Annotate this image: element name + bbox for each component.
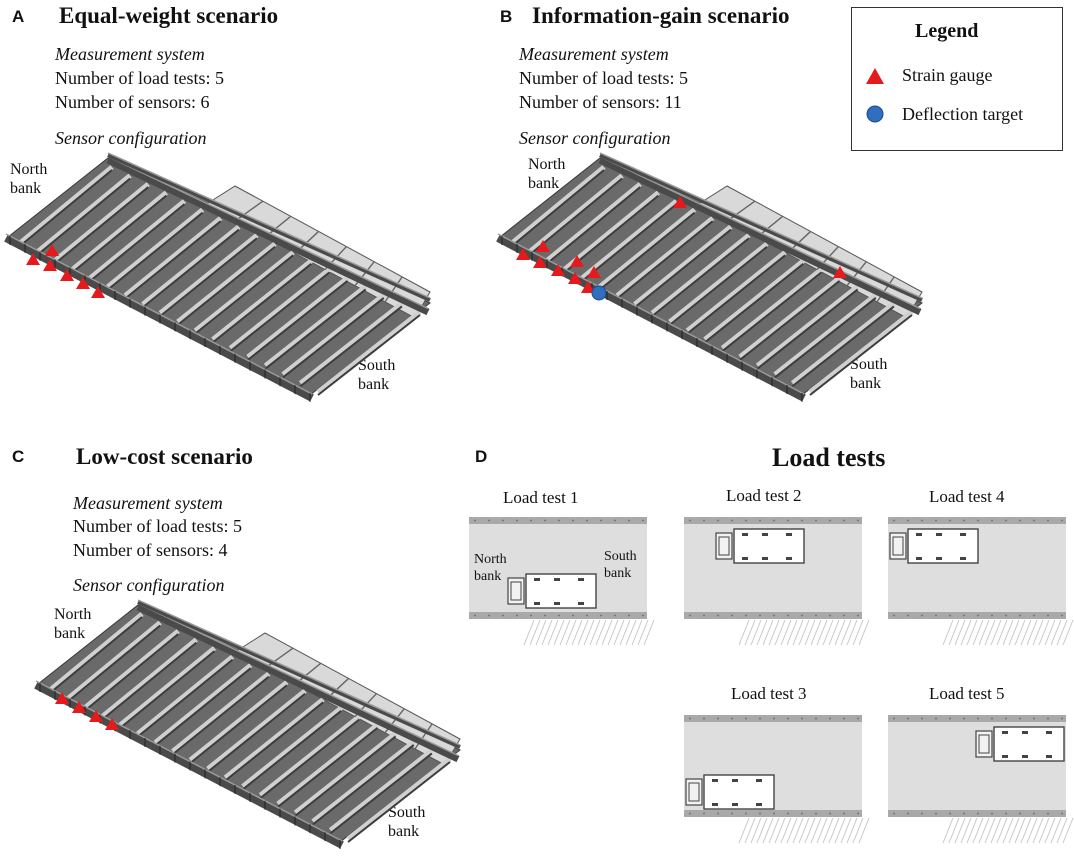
panel-c-sensors: Number of sensors: 4 xyxy=(73,540,228,560)
strain-gauge-marker xyxy=(673,196,687,208)
deflection-target-marker xyxy=(591,285,607,301)
load-test-1-label: Load test 1 xyxy=(503,488,579,507)
strain-gauge-marker xyxy=(105,718,119,730)
panel-c-measurement-heading: Measurement system xyxy=(73,493,223,513)
strain-gauge-marker xyxy=(72,701,86,713)
panel-b-config-heading: Sensor configuration xyxy=(519,128,671,148)
load-test-3-diagram xyxy=(684,715,870,844)
load-test-4-diagram xyxy=(888,517,1074,646)
load-test-5-diagram xyxy=(888,715,1074,844)
strain-gauge-marker xyxy=(76,277,90,289)
strain-gauge-marker xyxy=(89,710,103,722)
panel-a-config-heading: Sensor configuration xyxy=(55,128,207,148)
strain-gauge-marker xyxy=(55,692,69,704)
strain-gauge-marker xyxy=(91,286,105,298)
strain-gauge-legend-icon xyxy=(866,68,884,84)
panel-b-title: Information-gain scenario xyxy=(532,3,790,28)
strain-gauge-marker xyxy=(568,272,582,284)
panel-b-sensors: Number of sensors: 11 xyxy=(519,92,682,112)
panel-b-letter: B xyxy=(500,7,513,26)
panel-a-title: Equal-weight scenario xyxy=(59,3,279,28)
legend-strain-gauge-label: Strain gauge xyxy=(902,65,993,85)
panel-a-measurement-heading: Measurement system xyxy=(55,44,205,64)
panel-c-config-heading: Sensor configuration xyxy=(73,575,225,595)
strain-gauge-marker xyxy=(45,244,59,256)
load-test-1-diagram xyxy=(469,517,655,646)
panel-b-measurement-heading: Measurement system xyxy=(519,44,669,64)
legend-title: Legend xyxy=(915,20,979,42)
panel-d-title: Load tests xyxy=(772,443,886,472)
strain-gauge-marker xyxy=(516,248,530,260)
panel-b-load-tests: Number of load tests: 5 xyxy=(519,68,688,88)
strain-gauge-marker xyxy=(533,256,547,268)
load-test-4-label: Load test 4 xyxy=(929,487,1005,506)
legend-box xyxy=(851,7,1063,151)
strain-gauge-marker xyxy=(581,281,595,293)
strain-gauge-marker xyxy=(587,266,601,278)
strain-gauge-marker xyxy=(26,253,40,265)
strain-gauge-marker xyxy=(570,255,584,267)
strain-gauge-marker xyxy=(536,240,550,252)
load-test-3-label: Load test 3 xyxy=(731,684,807,703)
strain-gauge-marker xyxy=(551,264,565,276)
deflection-target-legend-icon xyxy=(866,105,884,123)
load-test-2-diagram xyxy=(684,517,870,646)
panel-a-load-tests: Number of load tests: 5 xyxy=(55,68,224,88)
strain-gauge-marker xyxy=(833,266,847,278)
panel-a-sensors: Number of sensors: 6 xyxy=(55,92,210,112)
strain-gauge-marker xyxy=(43,259,57,271)
panel-a-letter: A xyxy=(12,7,25,26)
load-test-2-label: Load test 2 xyxy=(726,486,802,505)
panel-c-letter: C xyxy=(12,447,25,466)
load-test-5-label: Load test 5 xyxy=(929,684,1005,703)
panel-c-title: Low-cost scenario xyxy=(76,444,253,469)
panel-d-letter: D xyxy=(475,447,488,466)
legend-deflection-target-label: Deflection target xyxy=(902,104,1024,124)
panel-c-load-tests: Number of load tests: 5 xyxy=(73,516,242,536)
strain-gauge-marker xyxy=(60,269,74,281)
